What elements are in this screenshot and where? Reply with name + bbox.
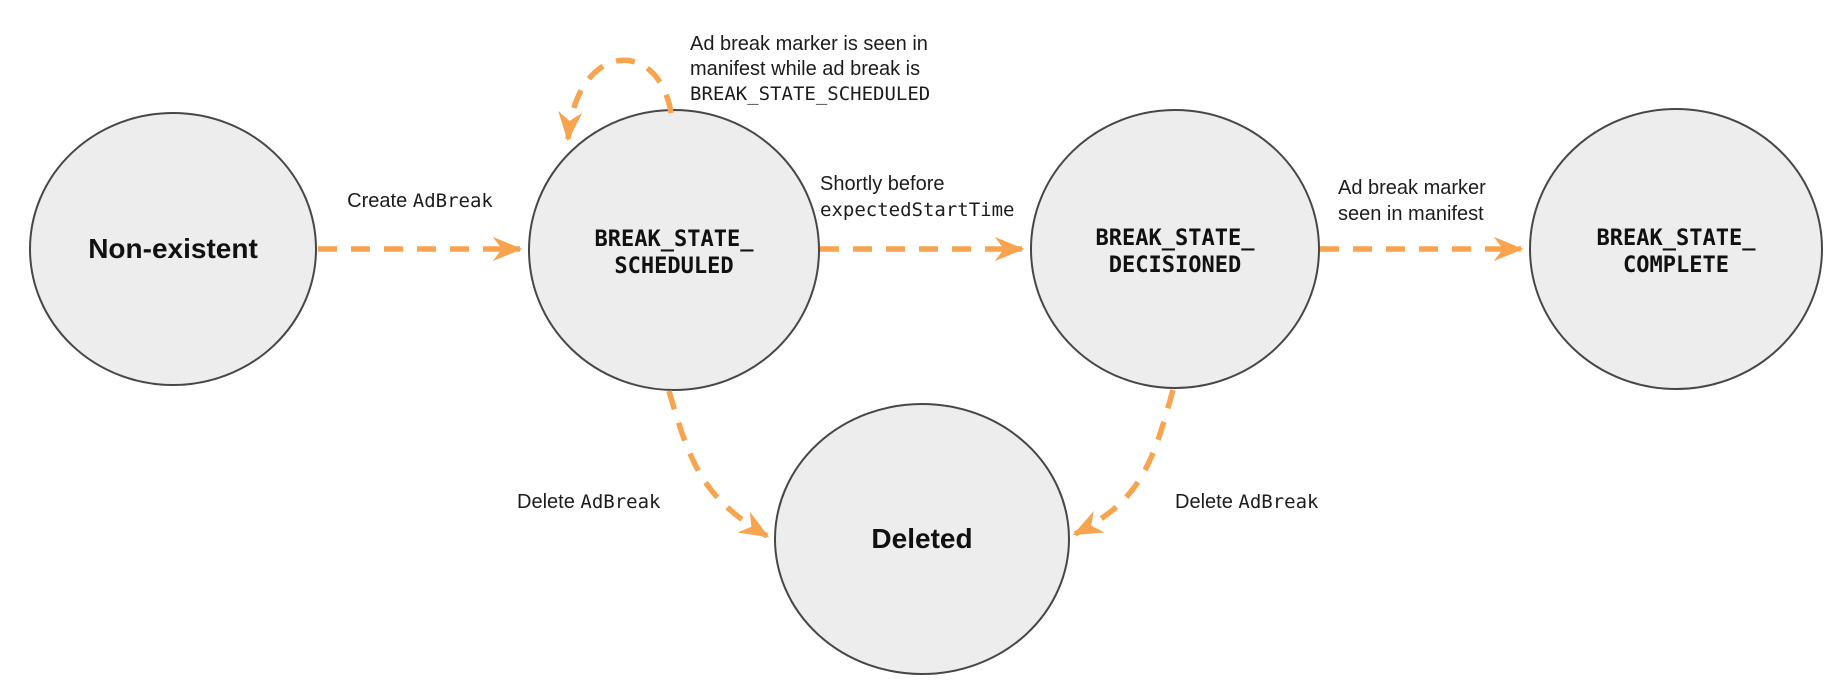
transition-arrows-layer — [318, 57, 1524, 539]
transition-label-shortly-before-label: expectedStartTime — [820, 199, 1014, 221]
state-label-break-state-complete: BREAK_STATE_COMPLETE — [1597, 226, 1757, 278]
transition-arrow-delete-from-decisioned — [1072, 389, 1176, 537]
transition-label-self-loop-label: BREAK_STATE_SCHEDULED — [690, 83, 930, 105]
state-nodes-layer — [29, 108, 1823, 675]
state-label-deleted: Deleted — [871, 523, 972, 554]
transition-label-delete-left-label: Delete AdBreak — [517, 491, 661, 513]
state-label-break-state-scheduled: BREAK_STATE_SCHEDULED — [595, 227, 755, 279]
transition-labels-layer: Create AdBreak Ad break marker is seen in… — [347, 33, 1486, 513]
transition-label-marker-seen-label: seen in manifest — [1338, 203, 1484, 225]
state-label-non-existent: Non-existent — [88, 233, 258, 264]
transition-label-self-loop-label: Ad break marker is seen in — [690, 33, 928, 55]
transition-label-marker-seen-label: Ad break marker — [1338, 177, 1486, 199]
state-node-break-state-decisioned — [1030, 109, 1320, 389]
transition-arrow-delete-from-scheduled — [666, 390, 770, 539]
transition-arrow-marker-while-scheduled — [558, 57, 674, 142]
state-node-labels-layer: Non-existent BREAK_STATE_SCHEDULED BREAK_S… — [88, 226, 1756, 554]
state-label-break-state-decisioned: BREAK_STATE_DECISIONED — [1096, 226, 1256, 278]
transition-label-shortly-before-label: Shortly before — [820, 173, 945, 195]
state-node-break-state-complete — [1529, 108, 1823, 390]
transition-label-create-adbreak-label: Create AdBreak — [347, 190, 493, 212]
transition-label-self-loop-label: manifest while ad break is — [690, 58, 920, 80]
state-node-break-state-scheduled — [528, 109, 820, 391]
state-node-non-existent — [29, 112, 317, 386]
state-node-deleted — [774, 403, 1070, 675]
transition-label-delete-right-label: Delete AdBreak — [1175, 491, 1319, 513]
